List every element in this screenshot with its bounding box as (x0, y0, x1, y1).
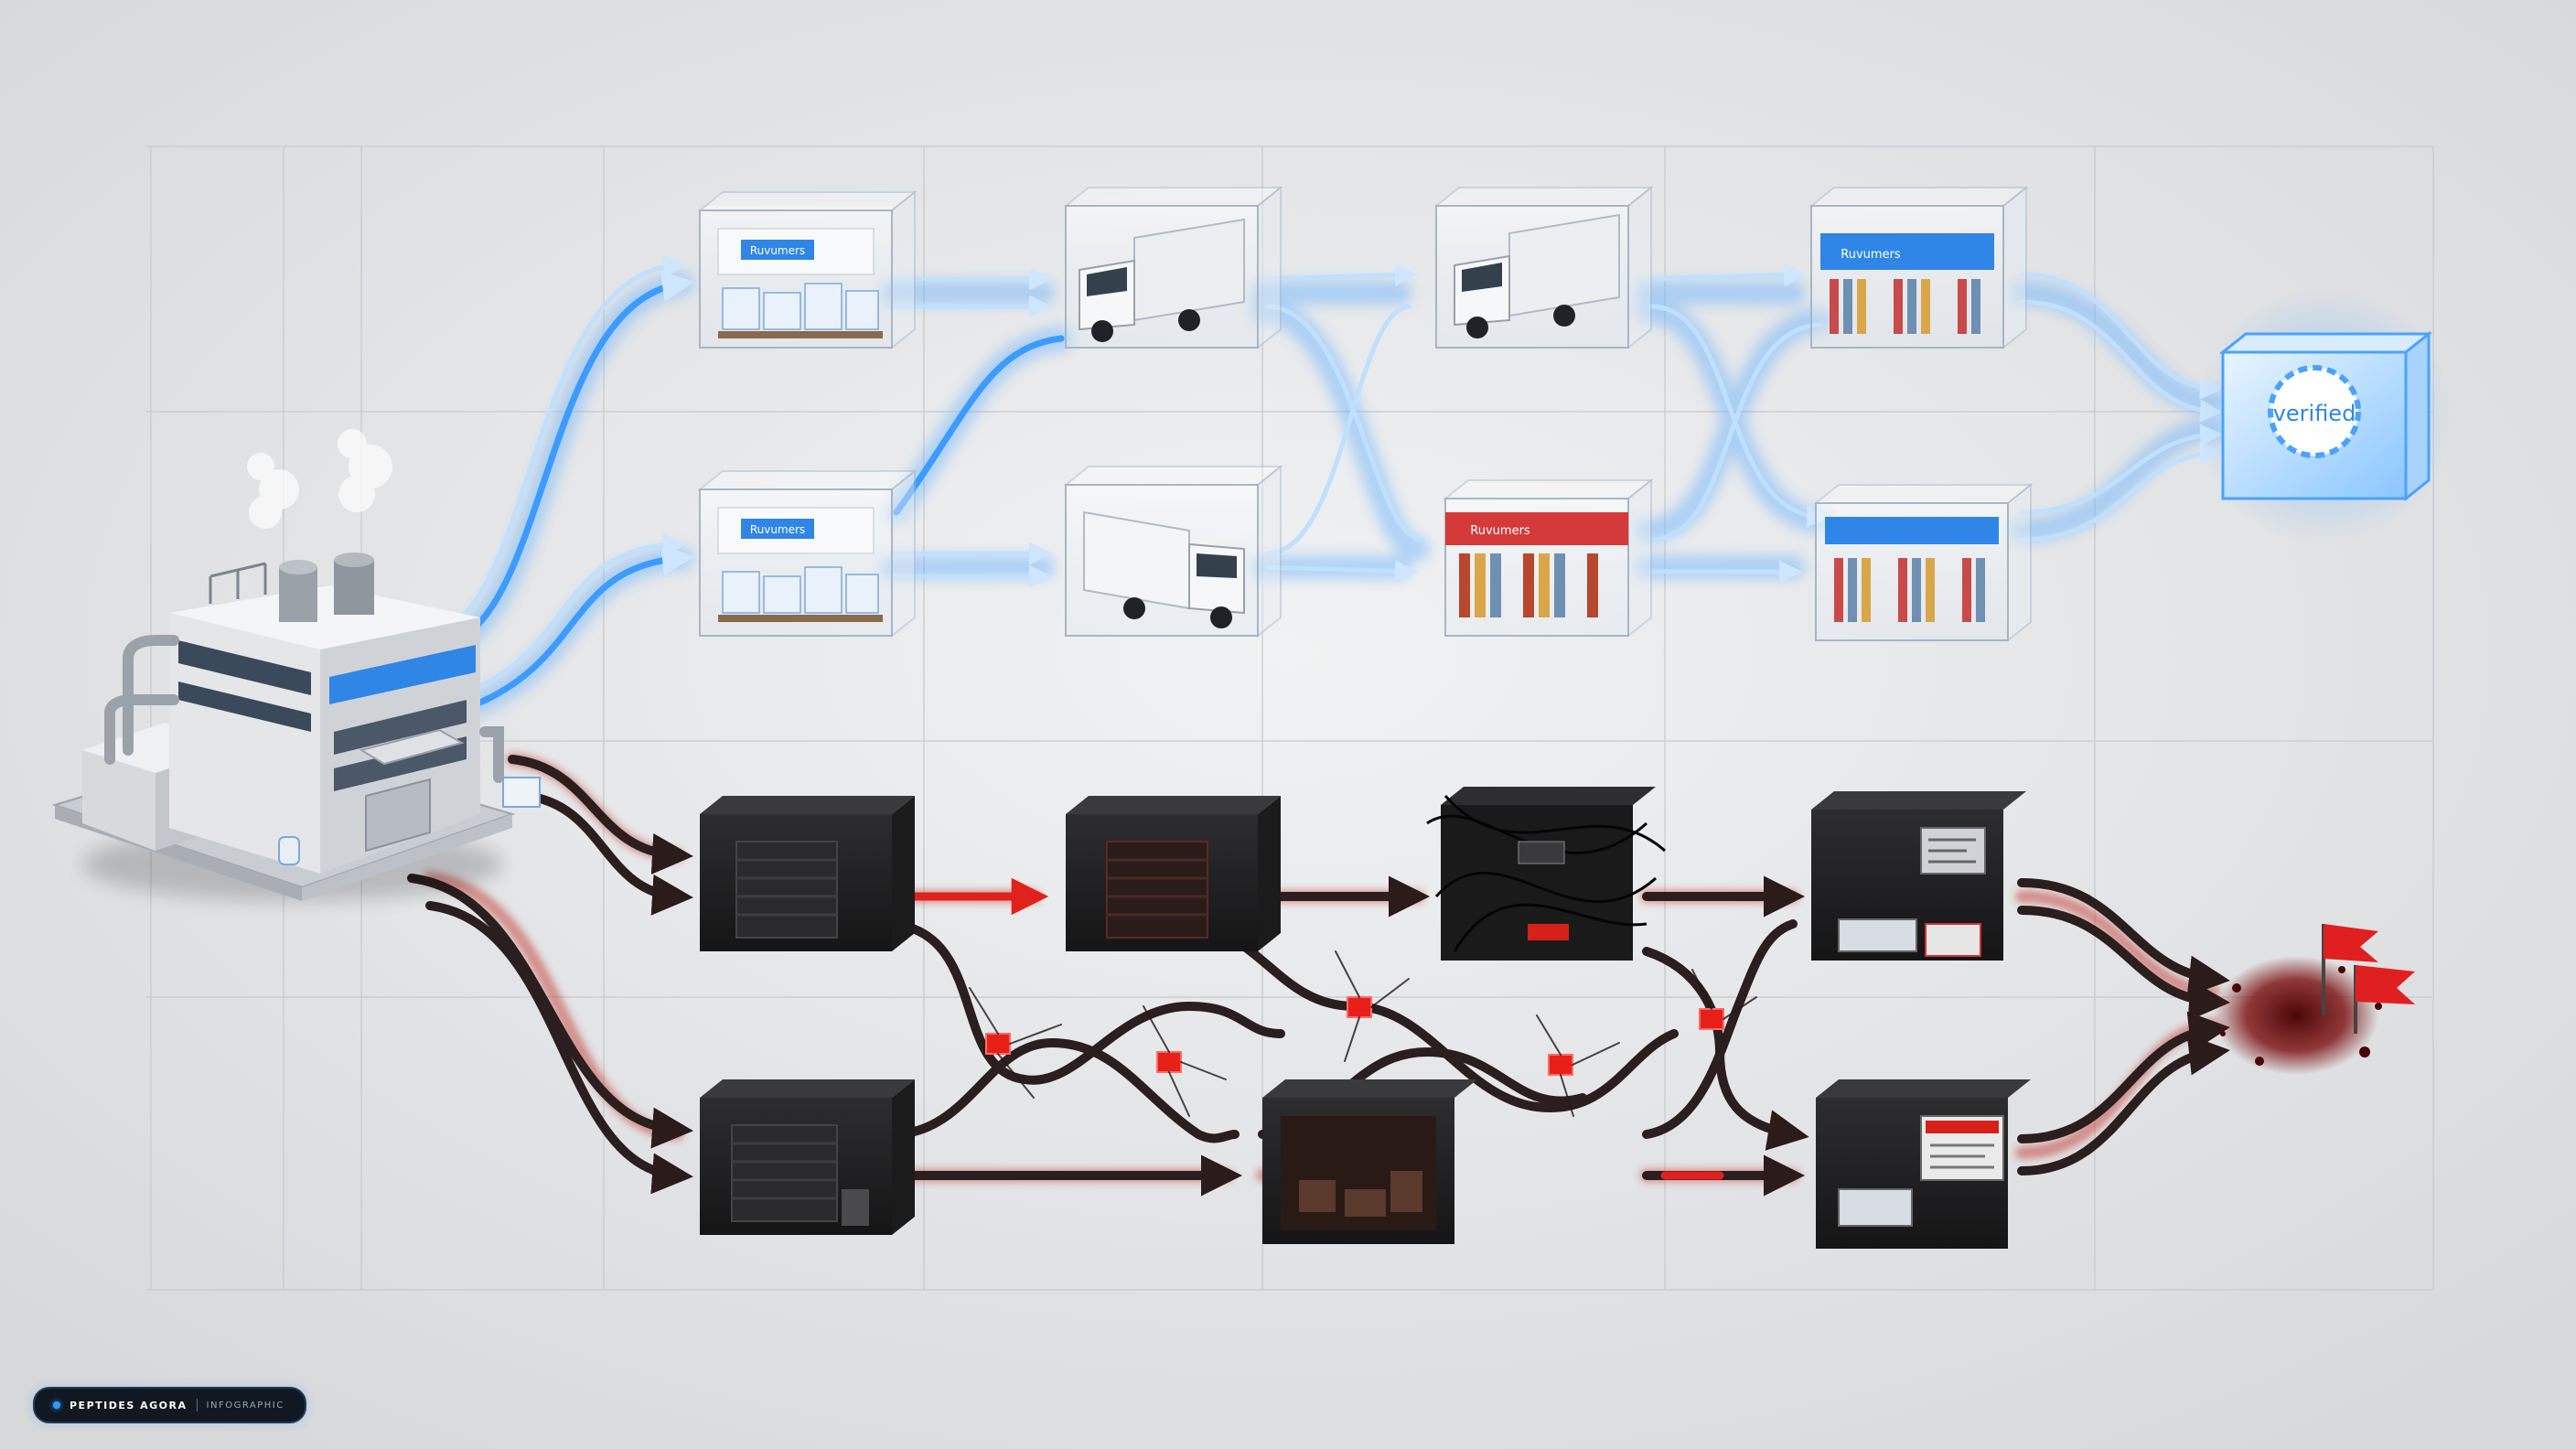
grey-storage-unit-1 (700, 796, 915, 951)
grey-storage-unit-4 (1262, 1079, 1477, 1244)
manufacturer-factory (51, 429, 541, 901)
distributor-warehouse-top: Ruvumers (697, 189, 918, 350)
warehouse-top-sign: Ruvumers (750, 244, 805, 257)
red-flag-destination (2214, 924, 2415, 1075)
grey-seller-bottom (1816, 1079, 2031, 1249)
distributor-warehouse-middle: Ruvumers (697, 468, 918, 639)
brand-name: PEPTIDES AGORA (70, 1399, 188, 1411)
pharmacy-middle (1813, 482, 2034, 643)
pharmacy-top: Ruvumers (1809, 185, 2029, 350)
verified-gear-icon (2268, 365, 2361, 458)
red-flag-icon (2322, 924, 2378, 1015)
grey-seller-top (1811, 791, 2026, 961)
status-dot-icon (53, 1401, 60, 1409)
grey-market-paths (407, 753, 2230, 1197)
tangled-broker-node (1426, 787, 1666, 961)
badge-kind: INFOGRAPHIC (206, 1400, 284, 1411)
pharmacy-red-sign-text: Ruvumers (1470, 524, 1530, 538)
transport-truck-top-2 (1433, 185, 1654, 350)
brand-badge: PEPTIDES AGORA INFOGRAPHIC (33, 1387, 306, 1423)
pharmacy-top-sign: Ruvumers (1841, 248, 1901, 262)
grey-storage-unit-2 (1066, 796, 1281, 951)
red-flag-icon-2 (2354, 965, 2415, 1034)
pharmacy-red-sign: Ruvumers (1443, 478, 1654, 639)
legit-supply-paths (441, 254, 2226, 716)
warehouse-mid-sign: Ruvumers (750, 523, 805, 536)
transport-truck-middle (1063, 464, 1283, 639)
grey-storage-unit-3 (700, 1079, 915, 1235)
transport-truck-top (1063, 185, 1283, 350)
verified-label: verified (2273, 401, 2356, 426)
badge-divider (196, 1399, 198, 1411)
verified-destination: verified (2195, 288, 2452, 544)
